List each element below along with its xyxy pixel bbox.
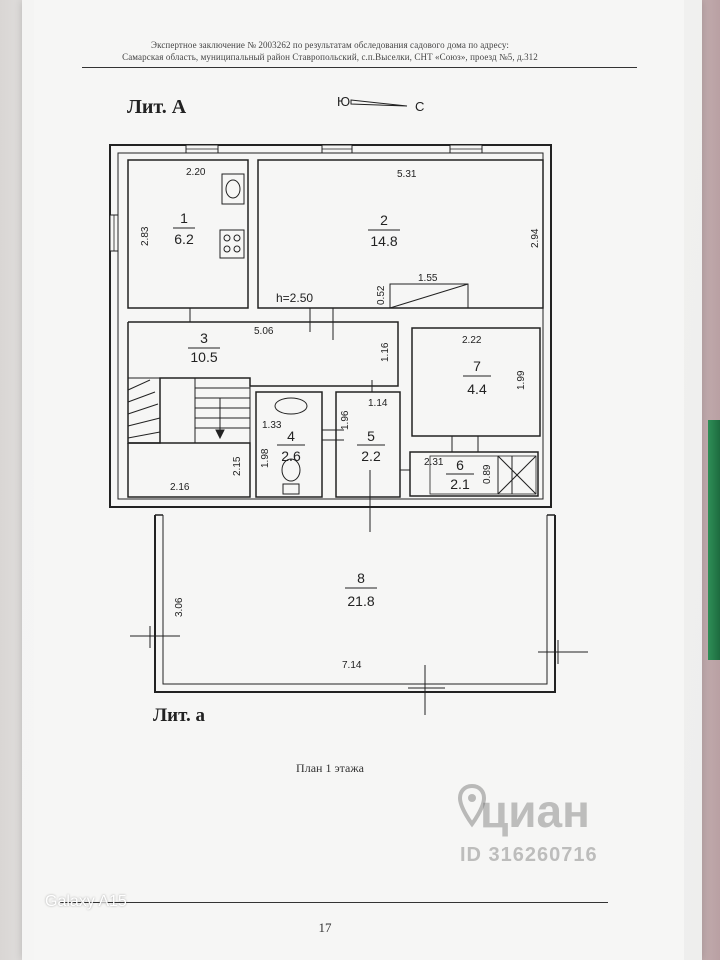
plan-caption: План 1 этажа: [296, 761, 364, 775]
room-6-area: 2.1: [450, 476, 470, 492]
dim-r3-depth: 1.16: [380, 342, 391, 362]
main-house-inner-wall: [117, 152, 544, 500]
background-green-fabric: [708, 420, 720, 660]
header-line-2: Самарская область, муниципальный район С…: [122, 52, 538, 62]
room-4-area: 2.6: [281, 448, 301, 464]
dim-stair-length: 1.55: [418, 273, 438, 284]
dim-r3-width: 5.06: [254, 326, 274, 337]
watermark-id: ID 316260716: [460, 844, 598, 866]
room-5-number: 5: [367, 428, 375, 444]
dim-r6-depth: 0.89: [482, 464, 493, 484]
room-1-number: 1: [180, 210, 188, 226]
room-1: [127, 159, 249, 309]
watermark-brand: циан: [480, 785, 590, 837]
dim-r4-depth: 1.98: [260, 448, 271, 468]
compass-north-label: С: [415, 99, 425, 114]
annex-inner-wall: [162, 515, 548, 685]
dim-r5-width: 1.14: [368, 398, 388, 409]
room-2-number: 2: [380, 212, 388, 228]
dim-r8-depth: 3.06: [174, 597, 185, 617]
footer-rule: [60, 902, 608, 903]
dim-r7-depth: 1.99: [516, 370, 527, 390]
room-labels: 1 6.2 2 14.8 3 10.5 4 2.6 5 2.2 6 2.1 7 …: [173, 210, 491, 609]
room-4-number: 4: [287, 428, 295, 444]
bathtub-icon: [274, 397, 308, 415]
dim-r7-width: 2.22: [462, 335, 482, 346]
dim-r6-width: 2.31: [424, 457, 444, 468]
room-1-area: 6.2: [174, 231, 194, 247]
room-7-number: 7: [473, 358, 481, 374]
room-6: [409, 451, 539, 497]
dim-r8-width: 7.14: [342, 660, 362, 671]
room-2-area: 14.8: [370, 233, 397, 249]
header-line-1: Экспертное заключение № 2003262 по резул…: [151, 40, 509, 50]
sink-icon: [221, 173, 245, 205]
staircase-icon: [127, 377, 251, 444]
toilet-icon: [281, 458, 301, 482]
room-4: [255, 391, 323, 498]
dim-r5-depth: 1.96: [340, 410, 351, 430]
compass-south-label: Ю: [337, 94, 351, 109]
room-6-number: 6: [456, 457, 464, 473]
room-8-number: 8: [357, 570, 365, 586]
annex-outer-wall: [154, 515, 556, 693]
room-5-area: 2.2: [361, 448, 381, 464]
room-7: [411, 327, 541, 437]
dim-r2-depth: 2.94: [530, 228, 541, 248]
room-3-number: 3: [200, 330, 208, 346]
dim-r3-lower-width: 2.16: [170, 482, 190, 493]
dim-stair-width: 0.52: [376, 285, 387, 305]
location-pin-icon: [458, 784, 486, 828]
camera-watermark: Galaxy A15: [45, 893, 127, 910]
room-3-area: 10.5: [190, 349, 217, 365]
dim-ceiling-height: h=2.50: [276, 291, 313, 305]
room-2: [257, 159, 544, 309]
page-number: 17: [318, 920, 332, 935]
dimension-labels: 2.20 2.83 5.31 2.94 h=2.50 1.55 0.52 5.0…: [140, 167, 541, 671]
lit-a-annex-title: Лит. а: [153, 705, 206, 726]
dim-r4-width: 1.33: [262, 420, 282, 431]
compass-arrow-icon: [350, 99, 408, 107]
dim-r3-lower-depth: 2.15: [232, 456, 243, 476]
header-rule: [82, 67, 637, 68]
stair-down-icon: [497, 455, 537, 495]
dim-r1-depth: 2.83: [140, 226, 151, 246]
dim-r2-width: 5.31: [397, 169, 417, 180]
stair-opening: [389, 283, 469, 309]
cian-watermark: циан ID 316260716: [458, 778, 668, 878]
lit-a-main-title: Лит. А: [127, 96, 187, 118]
compass: Ю С: [337, 94, 427, 114]
stove-icon: [219, 229, 245, 259]
room-5: [335, 391, 401, 498]
room-7-area: 4.4: [467, 381, 487, 397]
dim-r1-width: 2.20: [186, 167, 206, 178]
room-8-area: 21.8: [347, 593, 374, 609]
